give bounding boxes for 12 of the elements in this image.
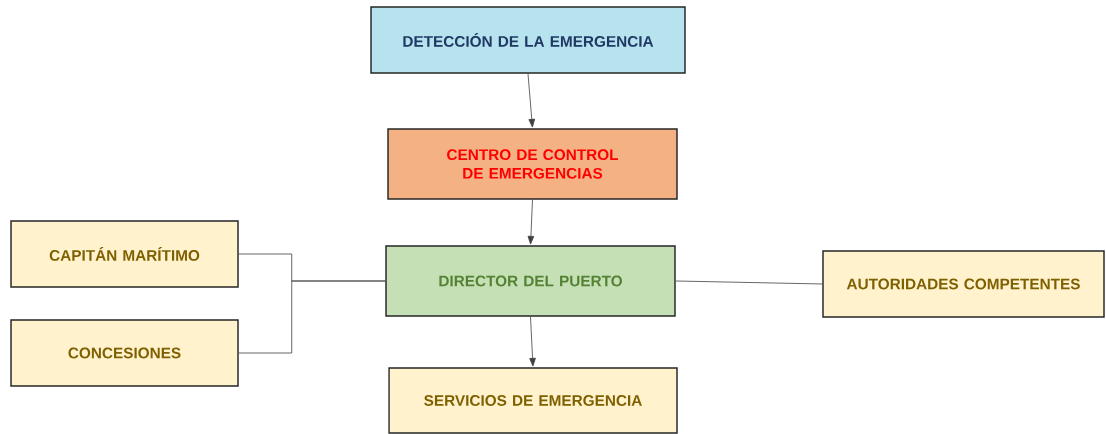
connector: [529, 316, 536, 367]
process-box: SERVICIOS DE EMERGENCIA: [388, 367, 678, 434]
process-box: CENTRO DE CONTROL DE EMERGENCIAS: [387, 128, 678, 200]
process-box: DIRECTOR DEL PUERTO: [385, 245, 676, 317]
process-box: DETECCIÓN DE LA EMERGENCIA: [370, 6, 686, 74]
process-box: CONCESIONES: [10, 319, 239, 387]
connector: [675, 280, 823, 285]
process-box: CAPITÁN MARÍTIMO: [10, 220, 239, 288]
process-box: AUTORIDADES COMPETENTES: [822, 250, 1105, 318]
connector: [527, 73, 536, 128]
connector: [527, 199, 535, 245]
connector: [238, 280, 386, 354]
